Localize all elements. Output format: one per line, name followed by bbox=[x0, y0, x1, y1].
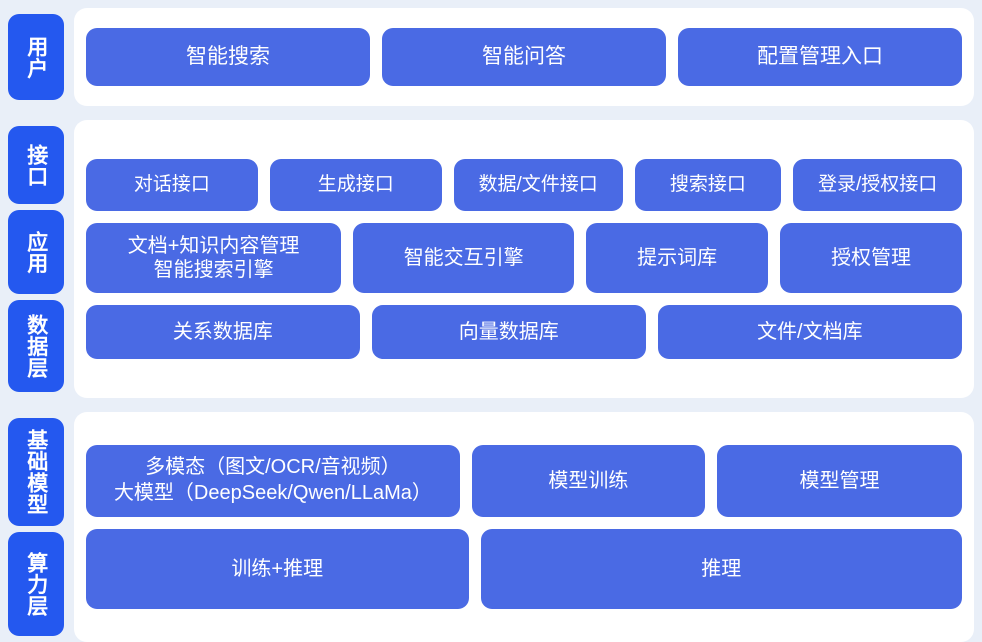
layer-tag-application: 应用 bbox=[8, 210, 64, 294]
layer-tag-user: 用户 bbox=[8, 14, 64, 100]
row-foundation-model: 多模态（图文/OCR/音视频） 大模型（DeepSeek/Qwen/LLaMa）… bbox=[86, 445, 962, 517]
node-smart-interaction-engine[interactable]: 智能交互引擎 bbox=[353, 223, 575, 293]
row-application: 文档+知识内容管理 智能搜索引擎 智能交互引擎 提示词库 授权管理 bbox=[86, 223, 963, 293]
node-login-auth-api[interactable]: 登录/授权接口 bbox=[793, 159, 963, 211]
row-user-entries: 智能搜索 智能问答 配置管理入口 bbox=[86, 28, 962, 86]
node-inference[interactable]: 推理 bbox=[480, 529, 962, 609]
card-base: 多模态（图文/OCR/音视频） 大模型（DeepSeek/Qwen/LLaMa）… bbox=[74, 412, 974, 642]
node-search-api[interactable]: 搜索接口 bbox=[634, 159, 782, 211]
layer-tag-data: 数据层 bbox=[8, 300, 64, 392]
card-middle: 对话接口 生成接口 数据/文件接口 搜索接口 登录/授权接口 文档+知识内容管理… bbox=[74, 120, 974, 398]
band-user: 用户 智能搜索 智能问答 配置管理入口 bbox=[8, 8, 974, 106]
node-smart-qa[interactable]: 智能问答 bbox=[382, 28, 666, 86]
node-vector-database[interactable]: 向量数据库 bbox=[371, 305, 646, 359]
node-model-training[interactable]: 模型训练 bbox=[471, 445, 705, 517]
node-smart-search[interactable]: 智能搜索 bbox=[86, 28, 370, 86]
band-base: 基础模型 算力层 多模态（图文/OCR/音视频） 大模型（DeepSeek/Qw… bbox=[8, 412, 974, 642]
node-training-plus-inference[interactable]: 训练+推理 bbox=[86, 529, 469, 609]
row-compute: 训练+推理 推理 bbox=[86, 529, 962, 609]
node-config-management-entry[interactable]: 配置管理入口 bbox=[678, 28, 962, 86]
node-dialog-api[interactable]: 对话接口 bbox=[86, 159, 258, 211]
node-multimodal-large-model[interactable]: 多模态（图文/OCR/音视频） 大模型（DeepSeek/Qwen/LLaMa） bbox=[86, 445, 460, 517]
node-generation-api[interactable]: 生成接口 bbox=[269, 159, 442, 211]
layer-tag-interface: 接口 bbox=[8, 126, 64, 204]
row-interface: 对话接口 生成接口 数据/文件接口 搜索接口 登录/授权接口 bbox=[86, 159, 963, 211]
band-middle: 接口 应用 数据层 对话接口 生成接口 数据/文件接口 搜索接口 登录/授权接口… bbox=[8, 120, 974, 398]
card-user: 智能搜索 智能问答 配置管理入口 bbox=[74, 8, 974, 106]
layer-tag-foundation-model: 基础模型 bbox=[8, 418, 64, 526]
node-prompt-library[interactable]: 提示词库 bbox=[586, 223, 769, 293]
node-model-management[interactable]: 模型管理 bbox=[716, 445, 962, 517]
row-data: 关系数据库 向量数据库 文件/文档库 bbox=[86, 305, 962, 359]
node-file-document-store[interactable]: 文件/文档库 bbox=[657, 305, 962, 359]
tag-column-middle: 接口 应用 数据层 bbox=[8, 120, 64, 398]
layer-tag-compute: 算力层 bbox=[8, 532, 64, 636]
node-relational-database[interactable]: 关系数据库 bbox=[86, 305, 360, 359]
node-authorization-management[interactable]: 授权管理 bbox=[780, 223, 963, 293]
tag-column-user: 用户 bbox=[8, 8, 64, 106]
node-document-knowledge-management[interactable]: 文档+知识内容管理 智能搜索引擎 bbox=[86, 223, 342, 293]
tag-column-base: 基础模型 算力层 bbox=[8, 412, 64, 642]
node-data-file-api[interactable]: 数据/文件接口 bbox=[453, 159, 623, 211]
